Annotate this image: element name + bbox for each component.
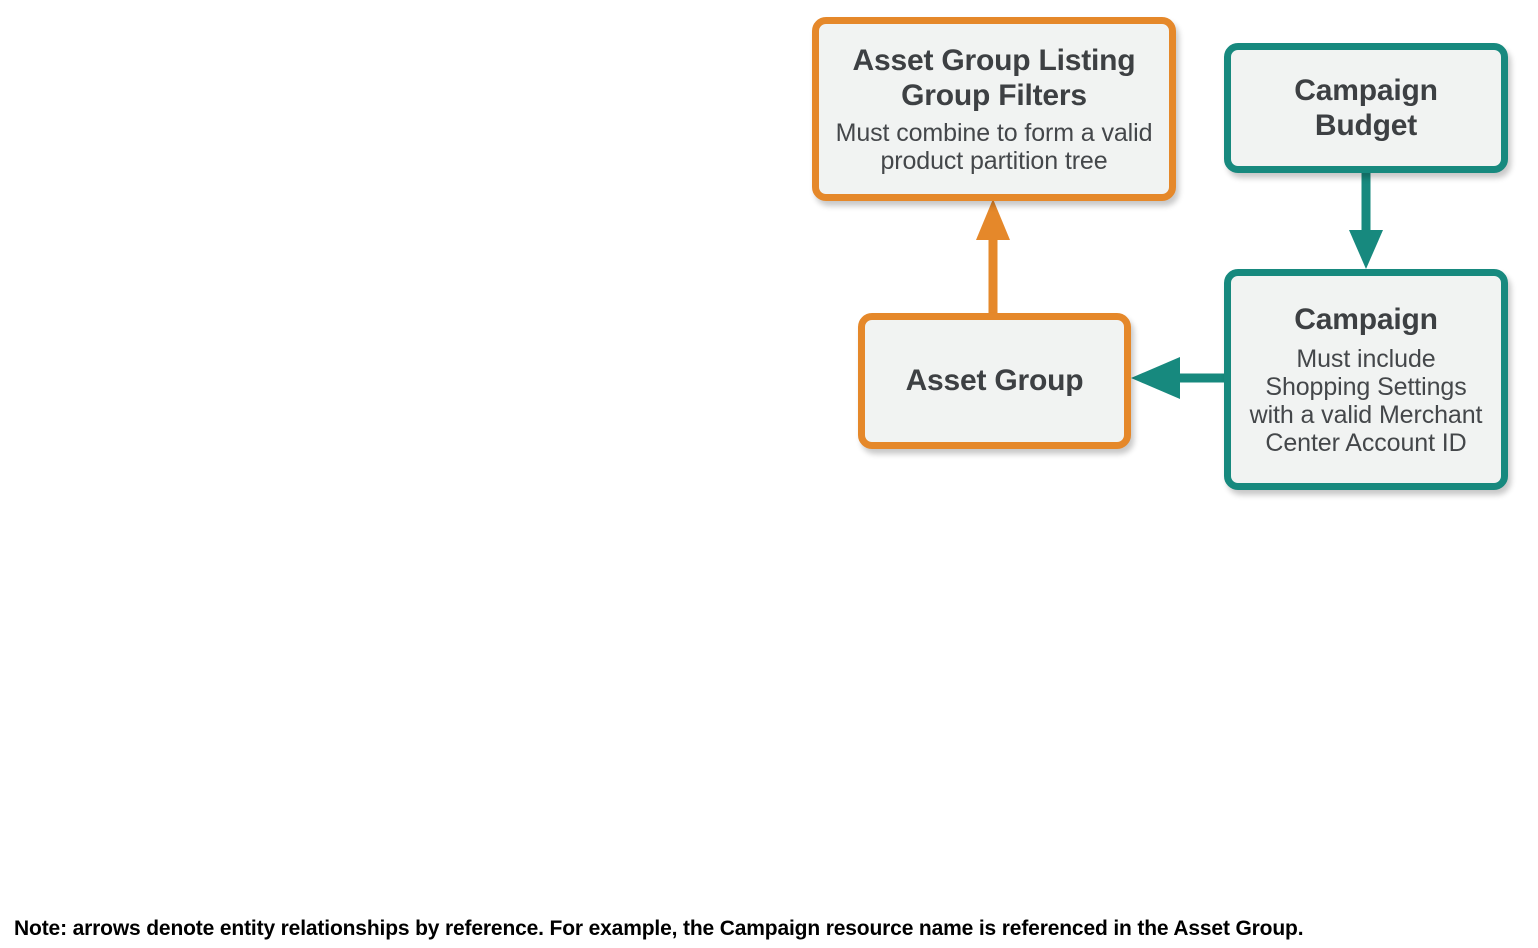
- edge-campaign-to-asset-group: [1131, 357, 1228, 399]
- node-subtitle: Must include Shopping Settings with a va…: [1249, 345, 1483, 458]
- edge-asset-group-to-listing-group-filters: [976, 199, 1010, 316]
- node-title: Asset Group Listing Group Filters: [852, 43, 1136, 112]
- node-title: Campaign: [1294, 302, 1438, 336]
- node-asset-group-listing-group-filters[interactable]: Asset Group Listing Group Filters Must c…: [812, 17, 1176, 201]
- edge-campaign-budget-to-campaign: [1349, 170, 1383, 269]
- node-campaign-budget[interactable]: Campaign Budget: [1224, 43, 1508, 173]
- node-campaign[interactable]: Campaign Must include Shopping Settings …: [1224, 269, 1508, 490]
- node-subtitle: Must combine to form a valid product par…: [835, 119, 1153, 176]
- node-title: Asset Group: [905, 364, 1084, 398]
- node-title: Campaign Budget: [1294, 73, 1438, 142]
- diagram-note: Note: arrows denote entity relationships…: [14, 917, 1304, 940]
- node-asset-group[interactable]: Asset Group: [858, 313, 1131, 449]
